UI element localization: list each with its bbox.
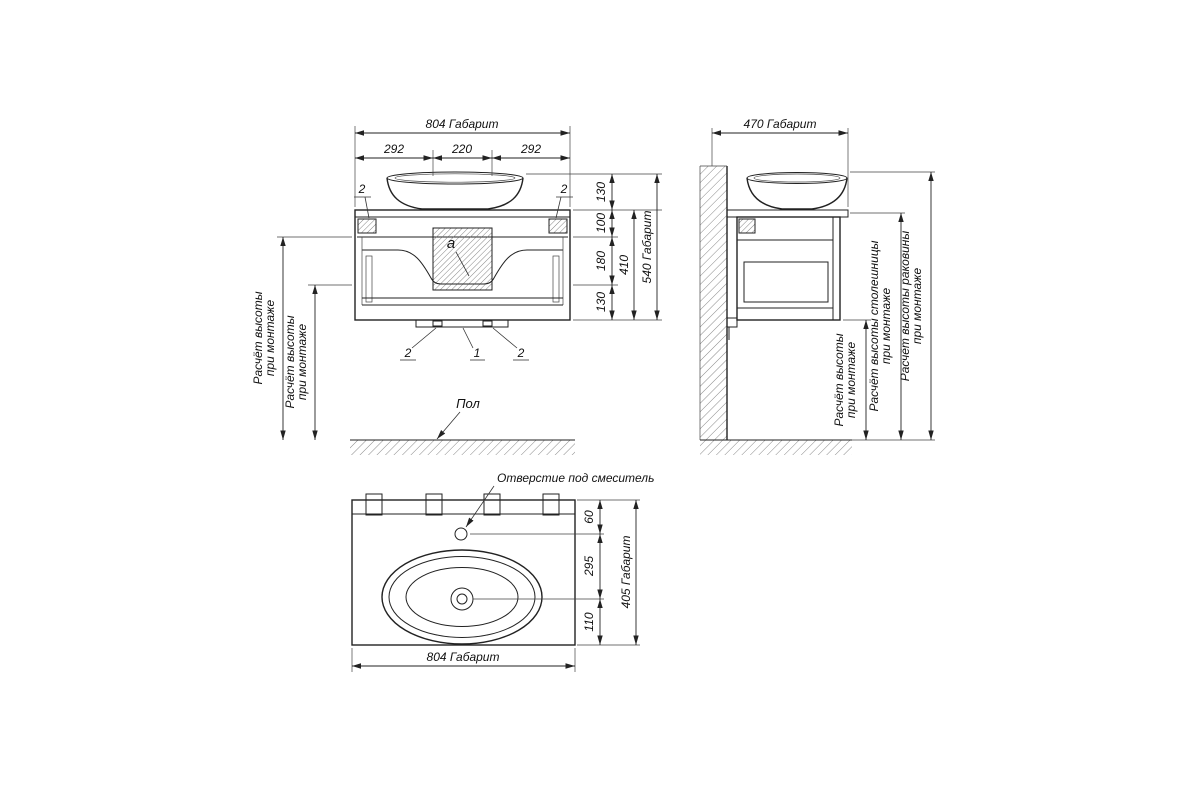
clip-left xyxy=(432,320,443,327)
pos-leader-center-part xyxy=(462,327,474,349)
dim-text-130-bottom: 130 xyxy=(594,292,608,312)
plan-tab-1 xyxy=(365,493,383,516)
note-side-mount-line2: при монтаже xyxy=(844,342,858,419)
plan-dimensions: 60 295 110 405 Габарит 804 Габарит xyxy=(352,500,639,669)
sink-rim-outer xyxy=(386,171,524,185)
pos-label-bracket-left: 2 xyxy=(358,182,366,196)
note-mount-2-line1: Расчёт высоты xyxy=(283,315,297,408)
plan-sink-mid xyxy=(388,556,536,638)
dim-text-405: 405 Габарит xyxy=(619,536,633,609)
plan-view: Отверстие под смеситель 60 295 110 405 Г… xyxy=(351,471,654,672)
dim-text-100: 100 xyxy=(594,213,608,233)
plan-countertop xyxy=(351,493,576,646)
dim-text-292-right: 292 xyxy=(520,142,541,156)
plan-faucet-callout: Отверстие под смеситель xyxy=(465,471,654,528)
plan-tab-2 xyxy=(425,493,443,516)
side-sink-rim-inner xyxy=(753,173,841,183)
faucet-hole-leader xyxy=(465,485,495,528)
dim-text-60: 60 xyxy=(582,510,596,524)
plan-sink-outer xyxy=(381,549,543,645)
plan-extension-lines xyxy=(351,499,640,672)
pos-label-bracket-right: 2 xyxy=(560,182,568,196)
note-mount-2-line2: при монтаже xyxy=(295,324,309,401)
side-wall xyxy=(699,165,728,440)
drawer-top-curve xyxy=(362,249,563,285)
note-mount-1-line1: Расчёт высоты xyxy=(251,291,265,384)
pos-leader-foot-right xyxy=(492,327,518,349)
side-floor-hatch xyxy=(700,440,852,455)
side-sink-rim-outer xyxy=(746,172,848,184)
plan-faucet-hole xyxy=(454,527,468,541)
floor-leader xyxy=(436,411,461,440)
pos-label-foot-right: 2 xyxy=(517,346,525,360)
note-sink-line1: Расчёт высоты раковины xyxy=(898,231,912,382)
drawer-rail-right xyxy=(552,255,560,303)
plan-sink-basin xyxy=(405,567,519,627)
wall-hatch xyxy=(700,166,727,440)
note-sink-line2: при монтаже xyxy=(910,268,924,345)
dim-text-292-left: 292 xyxy=(383,142,404,156)
basin-recess-box xyxy=(432,227,493,291)
pos-leader-bracket-right xyxy=(555,196,562,219)
note-counter-line1: Расчёт высоты столешницы xyxy=(867,240,881,411)
faucet-hole-label: Отверстие под смеситель xyxy=(497,471,654,485)
floor-hatch xyxy=(350,440,575,455)
plan-drain-inner xyxy=(456,593,468,605)
plan-tab-3 xyxy=(483,493,501,516)
dim-text-410: 410 xyxy=(617,255,631,275)
pos-leader-foot-left xyxy=(411,327,437,349)
pos-leader-bracket-left xyxy=(364,196,370,219)
plan-countertop-outline xyxy=(351,499,576,646)
mount-bracket-right xyxy=(548,218,568,234)
side-mount-bracket xyxy=(738,218,756,234)
side-floor xyxy=(700,439,852,455)
sink-rim-inner xyxy=(394,173,516,183)
detail-a-leader xyxy=(455,251,470,277)
dim-text-110: 110 xyxy=(582,612,596,631)
side-sink-outline xyxy=(746,177,848,210)
front-sink xyxy=(386,171,524,210)
drawer-rail-left xyxy=(365,255,373,303)
dim-text-295: 295 xyxy=(582,556,596,577)
side-extension-lines xyxy=(711,128,935,441)
plinth-strip xyxy=(415,319,509,328)
side-countertop xyxy=(726,209,849,218)
plan-sink xyxy=(381,527,543,645)
front-cabinet xyxy=(354,209,571,328)
plan-tab-4 xyxy=(542,493,560,516)
side-cabinet-body xyxy=(736,216,841,321)
side-cabinet xyxy=(726,209,849,340)
note-counter-line2: при монтаже xyxy=(879,288,893,365)
mount-bracket-left xyxy=(357,218,377,234)
dim-text-180: 180 xyxy=(594,251,608,271)
clip-right xyxy=(482,320,493,327)
front-dimensions: 804 Габарит 292 220 292 130 100 180 130 … xyxy=(251,117,660,440)
front-floor: Пол xyxy=(350,396,575,455)
dim-text-804-plan: 804 Габарит xyxy=(427,650,500,664)
front-view: 2 2 a 2 1 2 Пол xyxy=(251,117,662,455)
side-dimensions: 470 Габарит Расчёт высоты при монтаже Ра… xyxy=(712,117,934,440)
note-side-mount-line1: Расчёт высоты xyxy=(832,333,846,426)
dim-text-804: 804 Габарит xyxy=(426,117,499,131)
note-mount-1-line2: при монтаже xyxy=(263,300,277,377)
dim-text-540: 540 Габарит xyxy=(640,211,654,284)
floor-label: Пол xyxy=(456,396,480,411)
detail-a-label: a xyxy=(447,235,455,252)
side-sink xyxy=(746,172,848,210)
dim-text-220: 220 xyxy=(451,142,472,156)
side-drawer-box xyxy=(743,261,829,303)
pos-label-center-part: 1 xyxy=(474,346,481,360)
front-position-labels: 2 2 a 2 1 2 xyxy=(354,182,573,361)
sink-bowl-outline xyxy=(386,177,524,210)
side-view: 470 Габарит Расчёт высоты при монтаже Ра… xyxy=(699,117,935,455)
dim-text-470: 470 Габарит xyxy=(744,117,817,131)
pos-label-foot-left: 2 xyxy=(404,346,412,360)
front-extension-lines xyxy=(277,126,662,321)
dim-text-130-sink: 130 xyxy=(594,182,608,202)
side-wall-bracket xyxy=(726,317,738,328)
plan-drain-outer xyxy=(450,587,474,611)
